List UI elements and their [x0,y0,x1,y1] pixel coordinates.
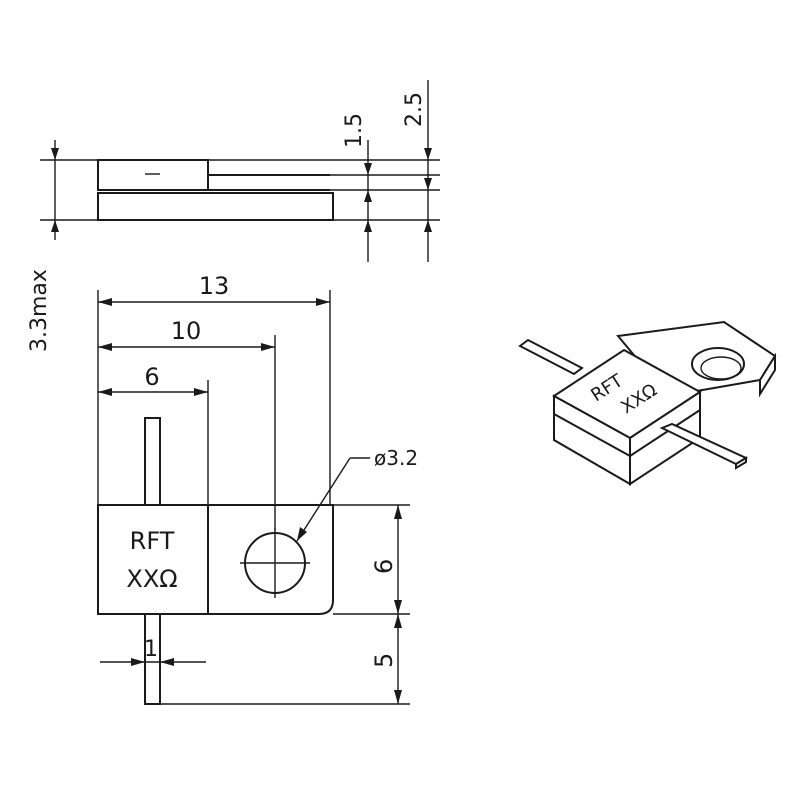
side-view-cap [97,159,209,191]
isometric-view: RFT XXΩ [518,320,777,486]
dim-body-length: 6 [98,363,209,505]
dim-lead-length: 5 [160,614,410,705]
dim-body-width: 6 [333,504,410,615]
iso-lead-left [518,338,584,376]
dim-body-length-label: 6 [144,363,159,391]
top-view-upper-lead [144,417,161,506]
dim-body-top-label: 2.5 [402,92,427,127]
dim-lead-offset-label: 1.5 [342,113,367,148]
top-view: RFT XXΩ [97,417,334,705]
dim-overall-length-label: 13 [199,272,230,300]
dim-right-side: 1.5 2.5 [208,80,440,262]
dim-hole-diameter-label: ø3.2 [374,446,418,470]
dim-height-max-label: 3.3max [27,269,52,352]
dim-lead-width: 1 [100,637,206,666]
top-view-flange [97,504,334,615]
iso-lead-right-edge [735,456,747,470]
dim-hole-center: 10 [98,317,276,530]
iso-mounting-hole [691,347,745,381]
body-marking-line1: RFT [130,527,175,555]
side-view [97,159,334,221]
iso-body-seam [553,413,631,457]
dim-hole-center-label: 10 [171,317,202,345]
dim-hole-diameter: ø3.2 [296,446,418,542]
dim-overall-length: 13 [97,272,331,505]
dim-height-max: 3.3max [27,140,98,352]
dim-lead-width-label: 1 [144,637,158,662]
iso-hole-inner [700,356,742,380]
side-view-flange [97,192,334,221]
iso-body-seam-side [629,409,701,457]
dim-lead-length-label: 5 [370,653,398,668]
iso-flange-side [759,352,776,398]
dim-body-width-label: 6 [370,559,398,574]
body-marking-line2: XXΩ [126,565,177,593]
